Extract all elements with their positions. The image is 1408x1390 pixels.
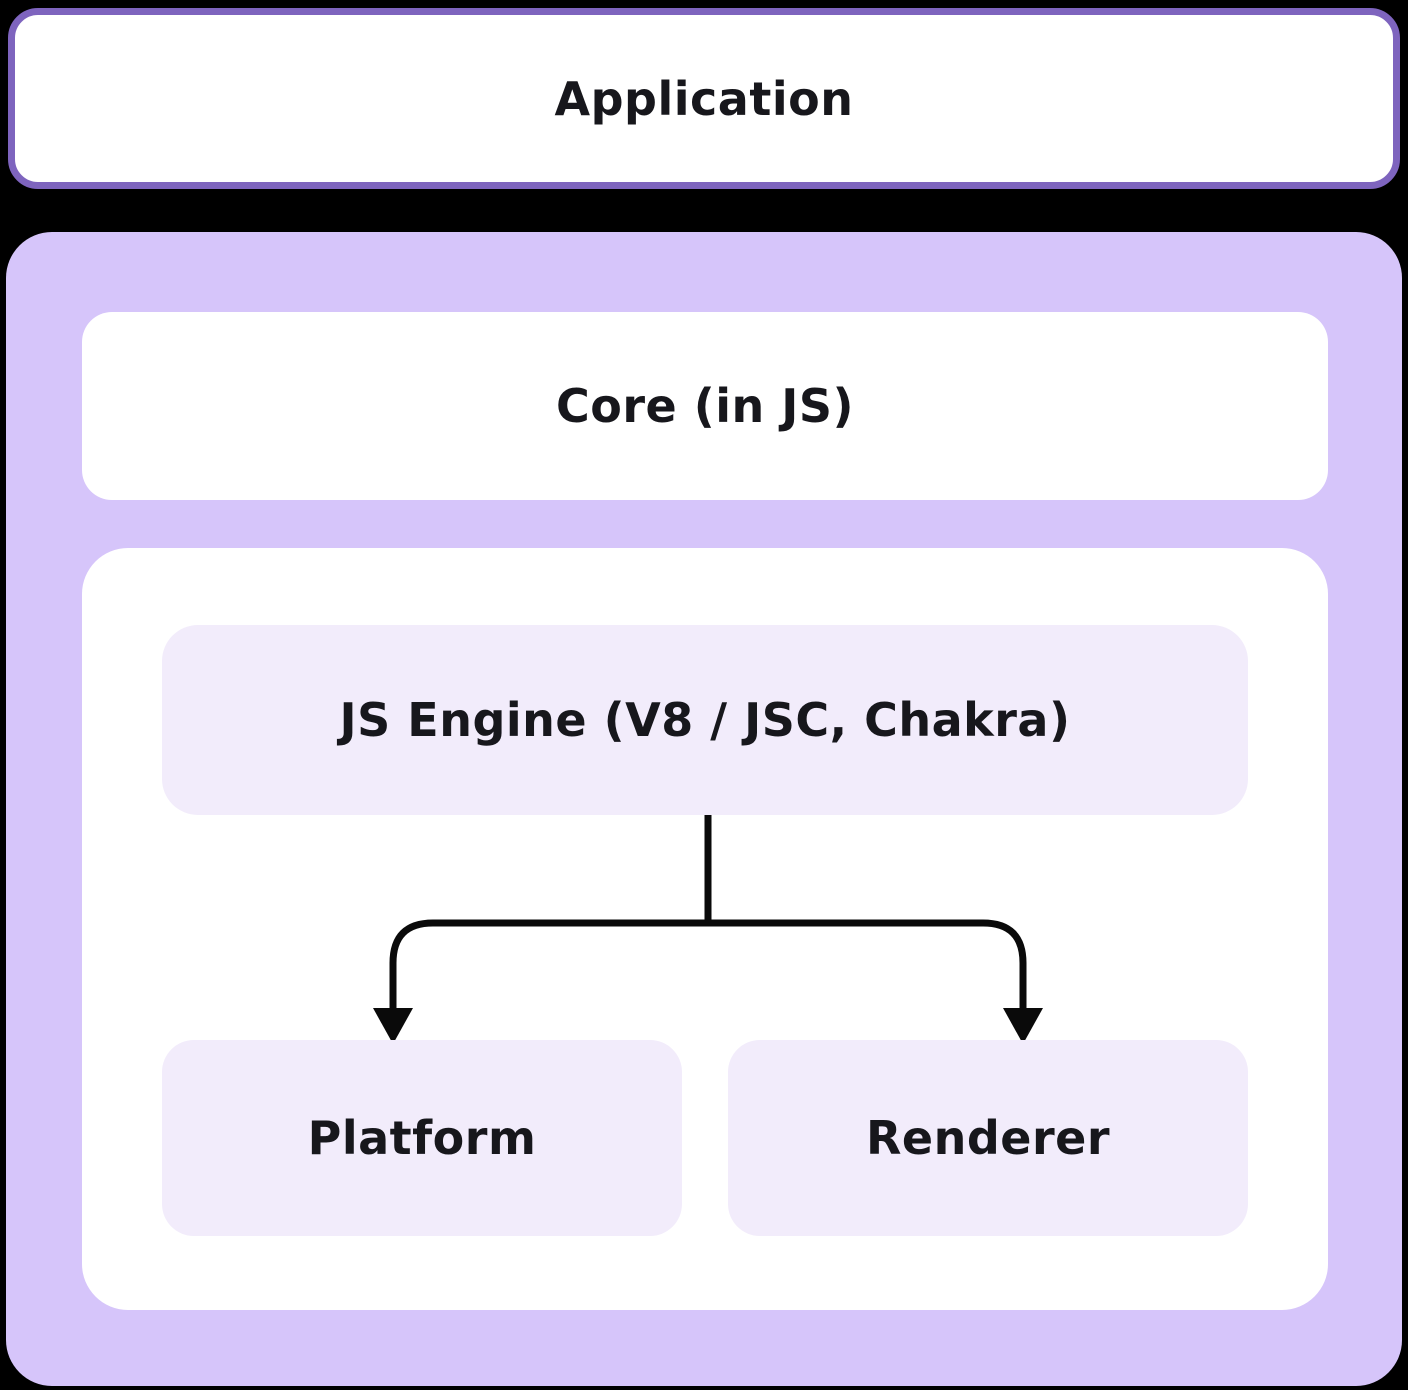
renderer-box: Renderer	[728, 1040, 1248, 1236]
platform-label: Platform	[307, 1111, 537, 1165]
core-label: Core (in JS)	[555, 379, 855, 433]
renderer-label: Renderer	[865, 1111, 1111, 1165]
js-engine-box: JS Engine (V8 / JSC, Chakra)	[162, 625, 1248, 815]
js-engine-label: JS Engine (V8 / JSC, Chakra)	[339, 693, 1071, 747]
core-box: Core (in JS)	[82, 312, 1328, 500]
platform-box: Platform	[162, 1040, 682, 1236]
application-label: Application	[554, 71, 854, 126]
application-box: Application	[8, 8, 1400, 189]
